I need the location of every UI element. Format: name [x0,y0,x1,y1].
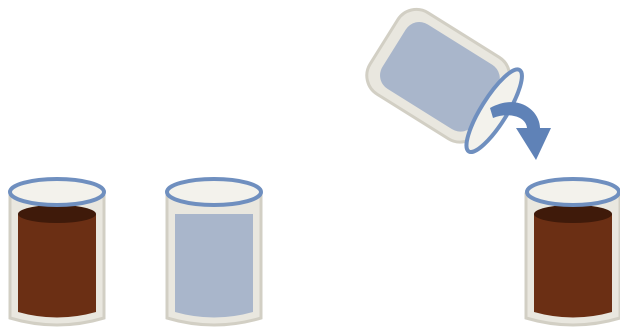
container-tilted-pouring [359,1,531,158]
container-dark-liquid-right [526,179,620,325]
dark-liquid-surface [18,205,96,223]
dark-liquid [534,214,612,318]
dark-liquid-surface [534,205,612,223]
light-liquid [175,214,253,318]
container-dark-liquid-left [10,179,104,325]
dark-liquid [18,214,96,318]
container-light-liquid [167,179,261,325]
curved-arrow-icon [490,102,551,160]
